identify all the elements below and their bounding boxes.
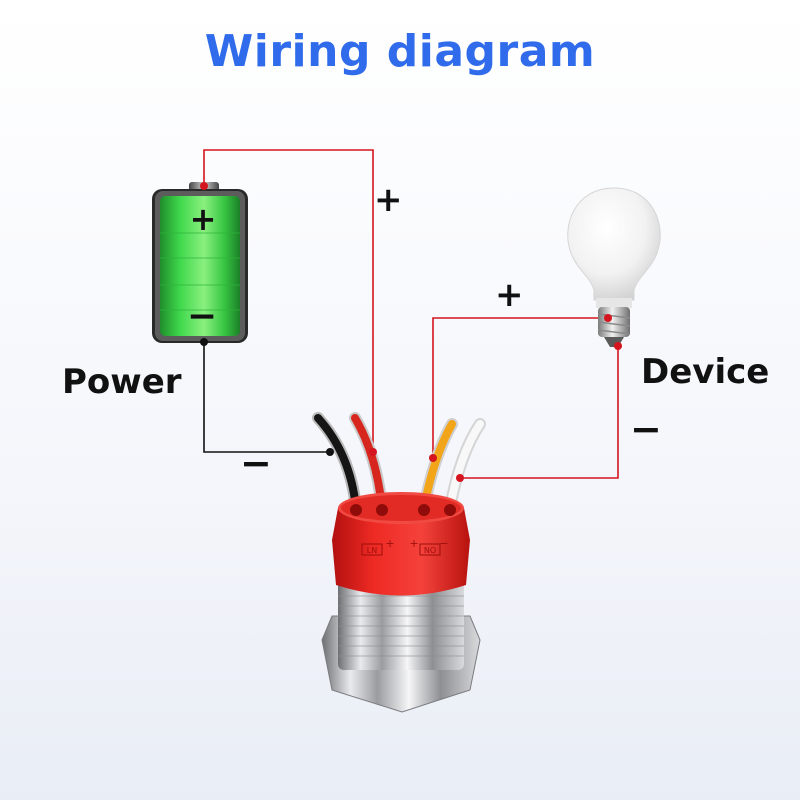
wire-device-positive <box>432 317 608 458</box>
battery-icon: + − <box>152 182 248 343</box>
device-label: Device <box>641 352 770 392</box>
switch-body: LN + NO + − <box>321 492 481 713</box>
wire-device-negative <box>460 346 619 479</box>
light-bulb-icon <box>567 187 661 347</box>
svg-text:+: + <box>409 537 418 550</box>
power-label: Power <box>62 362 182 402</box>
svg-text:+: + <box>385 537 394 550</box>
device-negative-sign: − <box>630 407 662 451</box>
wire-battery-positive <box>203 149 374 452</box>
diagram-title: Wiring diagram <box>204 26 596 77</box>
battery-positive-sign: + <box>374 180 403 220</box>
wire-battery-negative <box>203 342 330 453</box>
switch-terminal-right-label: NO <box>424 546 436 555</box>
device-positive-sign: + <box>495 275 524 315</box>
svg-text:−: − <box>439 537 448 550</box>
battery-minus-mark: − <box>187 296 217 337</box>
battery-negative-sign: − <box>240 441 272 485</box>
battery-plus-mark: + <box>190 200 217 238</box>
switch-terminal-left-label: LN <box>367 546 377 555</box>
junction-dots <box>200 182 622 482</box>
